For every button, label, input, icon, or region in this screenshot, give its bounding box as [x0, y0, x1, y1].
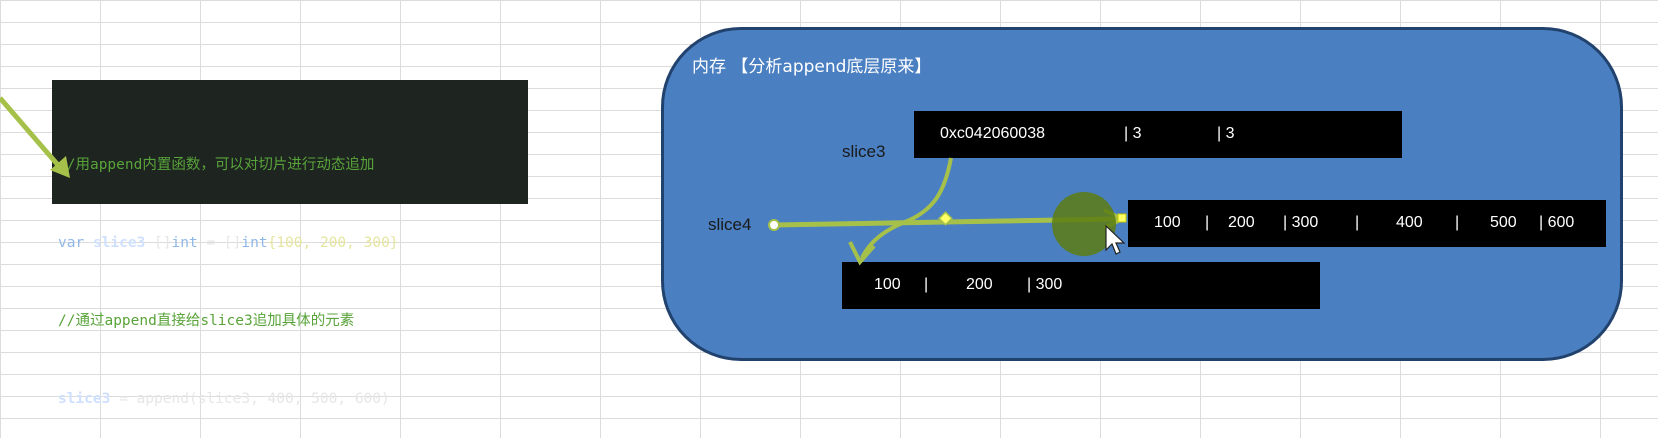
code-pointer-arrow [0, 96, 66, 174]
array-cell: | 600 [1539, 214, 1575, 231]
new-array-box: 100 | 200 | 300 | 400 | 500 | 600 [1128, 200, 1606, 247]
array-cell: | 300 [1283, 214, 1319, 231]
array-cell: 400 [1396, 214, 1423, 231]
array-cell: 500 [1490, 214, 1517, 231]
array-separator: | [1355, 214, 1360, 231]
slice3-pointer-value: 0xc042060038 [940, 125, 1045, 142]
code-identifier-slice3: slice3 [58, 391, 111, 407]
slice3-cap-value: | 3 [1217, 125, 1235, 142]
slice4-label: slice4 [708, 215, 752, 234]
code-text: [] [145, 235, 172, 251]
code-keyword-var: var [58, 235, 85, 251]
array-cell: | 300 [1027, 276, 1063, 293]
slice3-pointer-arrow [860, 157, 953, 259]
code-literal: {100, 200, 300} [267, 235, 399, 251]
cursor-highlight [1052, 192, 1116, 256]
midpoint-handle [938, 211, 953, 226]
old-array-box: 100 | 200 | 300 [842, 262, 1320, 309]
slice3-header-box: 0xc042060038 | 3 | 3 [914, 111, 1402, 158]
array-separator: | [1205, 214, 1210, 231]
array-cell: 200 [966, 276, 993, 293]
array-cell: 100 [874, 276, 901, 293]
slice4-origin-dot [768, 219, 780, 231]
code-identifier-slice3: slice3 [92, 235, 146, 251]
slice3-label: slice3 [842, 142, 886, 161]
array-separator: | [1455, 214, 1460, 231]
code-pointer-arrowhead [50, 156, 70, 178]
code-comment-1: //用append内置函数，可以对切片进行动态追加 [58, 157, 375, 173]
code-append-call: = append(slice3, 400, 500, 600) [110, 391, 390, 407]
arrow-end-handle [1117, 213, 1127, 223]
array-cell: 100 [1154, 214, 1181, 231]
code-text: = [] [197, 235, 242, 251]
code-comment-2: //通过append直接给slice3追加具体的元素 [58, 313, 355, 329]
slice3-pointer-arrowhead [848, 241, 876, 266]
code-type-int: int [171, 235, 198, 251]
array-cell: 200 [1228, 214, 1255, 231]
slice3-len-value: | 3 [1124, 125, 1142, 142]
arrows-overlay [0, 96, 1127, 266]
memory-title: 内存 【分析append底层原来】 [692, 57, 932, 77]
mouse-cursor-icon [1105, 224, 1126, 255]
code-type-int: int [241, 235, 268, 251]
code-snippet: //用append内置函数，可以对切片进行动态追加 var slice3 []i… [52, 80, 528, 407]
array-separator: | [924, 276, 929, 293]
